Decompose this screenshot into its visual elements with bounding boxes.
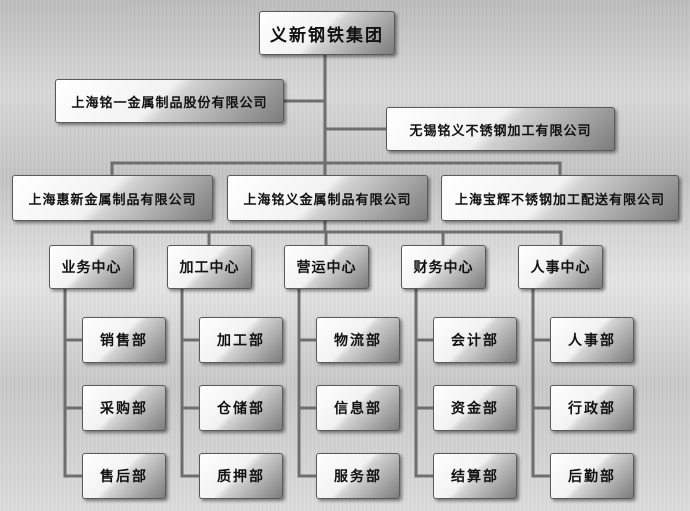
dept-node-operations: 营运中心 (284, 245, 369, 289)
unit-node-settlement: 结算部 (433, 453, 517, 499)
unit-node-logistics-support: 后勤部 (550, 453, 634, 499)
unit-node-funds: 资金部 (433, 385, 517, 431)
company-node-baohui: 上海宝辉不锈钢加工配送有限公司 (441, 175, 679, 221)
unit-node-administration: 行政部 (550, 385, 634, 431)
root-node: 义新钢铁集团 (259, 11, 395, 55)
unit-node-warehousing: 仓储部 (199, 385, 283, 431)
unit-node-accounting: 会计部 (433, 317, 517, 363)
company-node-mingyi: 上海铭义金属制品有限公司 (227, 175, 428, 221)
unit-node-service: 服务部 (316, 453, 400, 499)
unit-node-sales: 销售部 (82, 317, 166, 363)
dept-node-business: 业务中心 (49, 245, 134, 289)
dept-node-processing: 加工中心 (167, 245, 252, 289)
dept-node-finance: 财务中心 (401, 245, 486, 289)
unit-node-personnel: 人事部 (550, 317, 634, 363)
unit-node-processing: 加工部 (199, 317, 283, 363)
unit-node-pledge: 质押部 (199, 453, 283, 499)
unit-node-information: 信息部 (316, 385, 400, 431)
subsidiary-node-mingyi-shares: 上海铭一金属制品股份有限公司 (55, 79, 284, 123)
unit-node-after-sales: 售后部 (82, 453, 166, 499)
subsidiary-node-wuxi: 无锡铭义不锈钢加工有限公司 (386, 107, 615, 151)
dept-node-hr: 人事中心 (518, 245, 603, 289)
unit-node-purchasing: 采购部 (82, 385, 166, 431)
unit-node-logistics: 物流部 (316, 317, 400, 363)
company-node-huixin: 上海惠新金属制品有限公司 (12, 175, 213, 221)
